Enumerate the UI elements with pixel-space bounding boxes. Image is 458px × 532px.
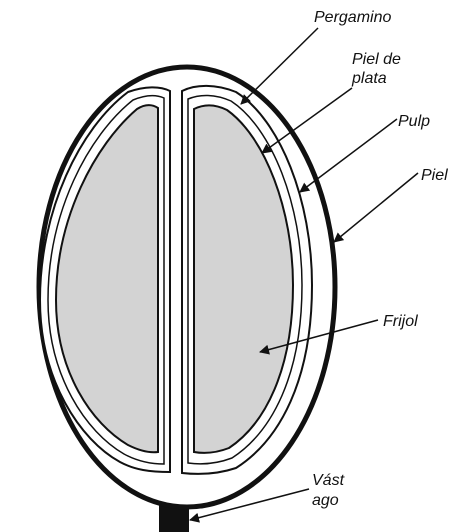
piel-label: Piel [421, 167, 448, 184]
pulp-pointer [300, 119, 397, 192]
piel-de-plata-label-line2: plata [351, 70, 387, 87]
pulp-label: Pulp [398, 113, 430, 130]
pergamino-label: Pergamino [314, 9, 391, 26]
piel-pointer [334, 173, 418, 242]
frijol-label: Frijol [383, 313, 418, 330]
vastago-label-line2: ago [312, 492, 339, 509]
pergamino-pointer [241, 28, 318, 104]
vastago-label-line1: Vást [312, 472, 345, 489]
piel-de-plata-label-line1: Piel de [352, 51, 401, 68]
